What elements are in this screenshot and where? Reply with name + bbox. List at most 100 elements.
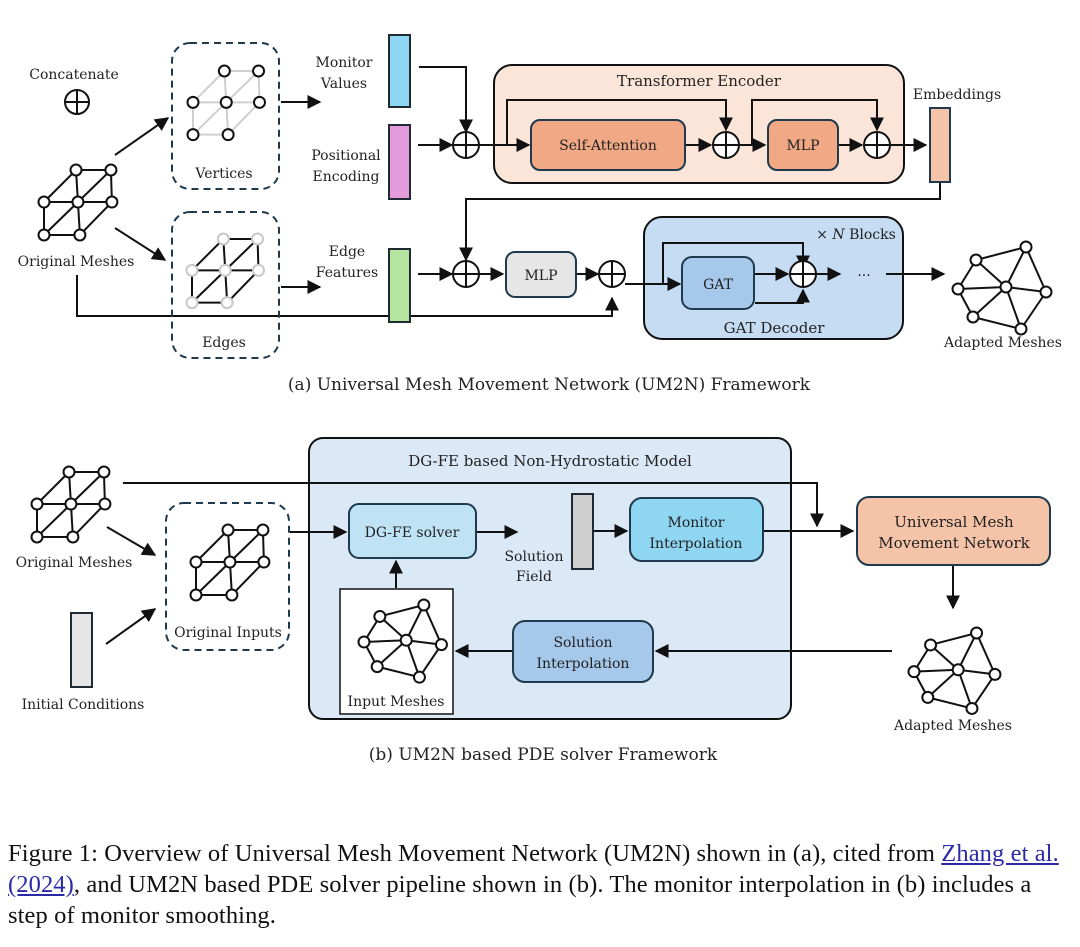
mesh-node [399, 633, 413, 647]
mesh-edge [1025, 246, 1047, 293]
mesh-node [256, 523, 270, 537]
mesh-edge [229, 529, 264, 563]
um2n-label-2: Movement Network [878, 534, 1030, 552]
solution-interpolation-label-2: Interpolation [537, 656, 630, 672]
transformer-encoder-title: Transformer Encoder [617, 72, 782, 90]
dgfe-solver-label: DG-FE solver [365, 525, 460, 541]
mesh-node [30, 497, 44, 511]
mesh-edge [36, 503, 72, 538]
embeddings-label: Embeddings [913, 87, 1001, 103]
figure-caption: Figure 1: Overview of Universal Mesh Mov… [8, 838, 1072, 931]
vertices-label: Vertices [194, 166, 252, 182]
mesh-edge [971, 673, 996, 709]
mesh-node [37, 228, 51, 242]
original-meshes-label: Original Meshes [18, 254, 135, 270]
mlp-edge-block [505, 251, 577, 298]
edges-label: Edges [202, 335, 246, 351]
mesh-edge [36, 471, 70, 505]
mesh-edge [379, 604, 425, 618]
mesh-edge [376, 665, 420, 679]
mesh-node [69, 163, 83, 177]
mesh-edge [195, 561, 231, 596]
mesh-node [970, 626, 984, 640]
original-inputs-mesh-icon [189, 523, 271, 602]
mesh-edge [191, 269, 226, 304]
solution-interpolation-label-1: Solution [553, 635, 612, 651]
mesh-edge [930, 632, 977, 646]
mesh-edge [1005, 286, 1047, 293]
dgfe-solver-block [348, 503, 477, 559]
self-attention-label: Self-Attention [559, 138, 657, 154]
mesh-node [216, 232, 230, 246]
gat-block [681, 256, 755, 310]
input-meshes-icon [357, 598, 448, 684]
mesh-node [373, 609, 387, 623]
mesh-edge [192, 70, 226, 104]
mesh-edge [1005, 286, 1022, 330]
input-meshes-box [339, 588, 454, 715]
mesh-node [370, 660, 384, 674]
mesh-edge [927, 669, 959, 699]
mesh-node [999, 280, 1013, 294]
mesh-edge [1005, 246, 1027, 288]
solution-field-vector [571, 493, 594, 570]
solution-field-label-1: Solution [504, 549, 563, 565]
mesh-node [951, 663, 965, 677]
mesh-edge [405, 639, 421, 678]
mesh-node [907, 665, 921, 679]
mesh-node [104, 163, 118, 177]
solution-interpolation-block [512, 620, 654, 683]
self-attention-block [530, 119, 686, 171]
mesh-edge [405, 604, 425, 641]
solution-field-label-2: Field [516, 569, 552, 585]
mesh-edge [957, 632, 978, 671]
mesh-edge [225, 70, 260, 104]
mlp-encoder-block [767, 119, 839, 171]
mesh-edge [418, 644, 443, 678]
mesh-edge [192, 101, 227, 136]
mesh-node [98, 497, 112, 511]
mesh-node [1014, 322, 1028, 336]
mesh-node [73, 228, 87, 242]
mesh-node [252, 64, 266, 78]
mesh-edge [227, 101, 261, 136]
citation-link[interactable]: Zhang et al. (2024) [8, 840, 1059, 898]
gat-label: GAT [703, 277, 734, 293]
mesh-node [434, 638, 448, 652]
monitor-values-label-2: Values [320, 76, 367, 92]
mesh-node [97, 465, 111, 479]
mesh-edge [927, 696, 973, 710]
original-meshes-icon [37, 163, 119, 242]
dgfe-model-title: DG-FE based Non-Hydrostatic Model [408, 452, 692, 470]
edges-mesh-icon [185, 232, 265, 310]
adapted-meshes-icon [907, 626, 1002, 715]
monitor-values-label-1: Monitor [315, 55, 372, 71]
monitor-interpolation-block [629, 497, 764, 562]
adapted-meshes-label: Adapted Meshes [893, 718, 1012, 734]
panel-b-caption: (b) UM2N based PDE solver Framework [369, 745, 718, 765]
monitor-values-vector [388, 34, 411, 108]
mlp-encoder-label: MLP [786, 138, 819, 154]
panel-a-caption: (a) Universal Mesh Movement Network (UM2… [288, 375, 811, 395]
embeddings-vector [929, 107, 951, 183]
mesh-node [951, 282, 965, 296]
caption-prefix: Figure 1: Overview of Universal Mesh Mov… [8, 840, 942, 867]
mesh-node [219, 95, 233, 109]
mesh-edge [43, 201, 79, 236]
residual-add-node [712, 131, 740, 159]
edge-features-label-1: Edge [329, 244, 365, 260]
panel-b: DG-FE based Non-Hydrostatic Model Origin… [16, 437, 1051, 765]
original-meshes-label: Original Meshes [16, 555, 133, 571]
mesh-node [71, 195, 85, 209]
original-inputs-label: Original Inputs [174, 625, 282, 641]
mesh-edge [226, 269, 260, 304]
mesh-edge [191, 238, 225, 272]
mesh-edge [975, 246, 1027, 261]
mesh-node [105, 195, 119, 209]
mesh-node [251, 232, 265, 246]
n-blocks-label: × N Blocks [816, 227, 896, 243]
um2n-block [856, 496, 1051, 566]
mesh-edge [975, 632, 996, 675]
mesh-edge [72, 503, 106, 538]
mesh-edge [376, 639, 407, 668]
